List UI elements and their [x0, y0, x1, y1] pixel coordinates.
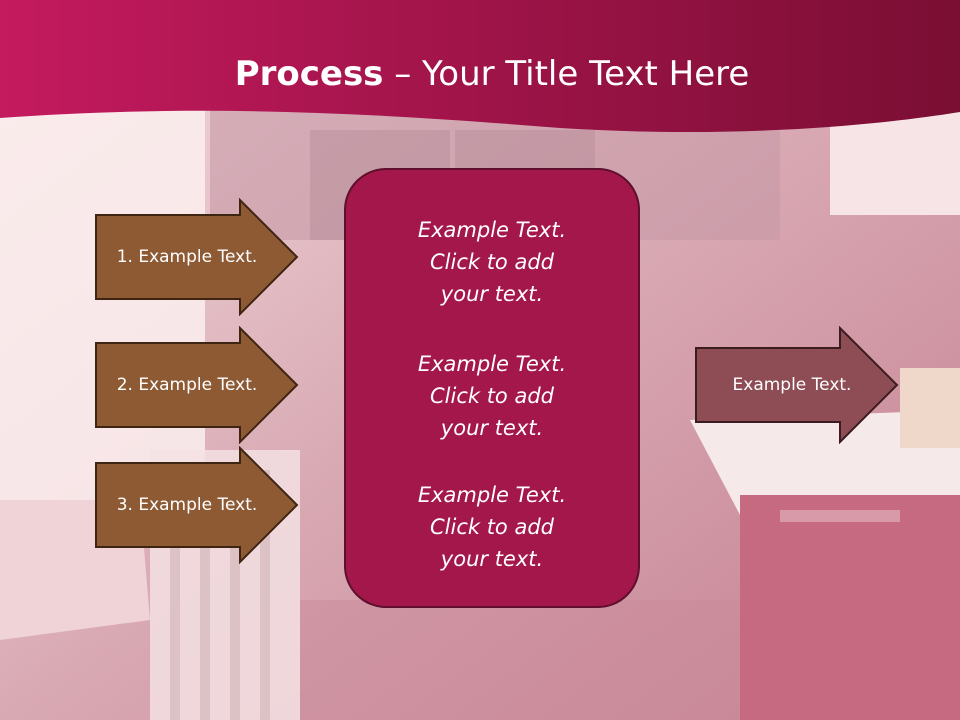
center-text-block-2: Example Text. Click to add your text.: [346, 348, 638, 444]
center-text-block-3: Example Text. Click to add your text.: [346, 479, 638, 575]
center-text-box[interactable]: Example Text. Click to add your text. Ex…: [344, 168, 640, 608]
block-3-line-1: Example Text.: [417, 483, 567, 507]
title-bold-part: Process: [234, 54, 384, 94]
arrow-right-icon: [695, 326, 899, 444]
left-arrow-1[interactable]: 1. Example Text.: [94, 198, 300, 316]
left-arrow-3[interactable]: 3. Example Text.: [94, 446, 300, 564]
title-rest-part: – Your Title Text Here: [383, 54, 750, 94]
block-2-line-2: Click to add: [429, 384, 554, 408]
block-1-line-1: Example Text.: [417, 218, 567, 242]
right-arrow[interactable]: Example Text.: [694, 326, 900, 444]
block-1-line-2: Click to add: [429, 250, 554, 274]
arrow-right-icon: [95, 198, 299, 316]
block-2-line-3: your text.: [440, 416, 544, 440]
center-text-block-1: Example Text. Click to add your text.: [346, 214, 638, 310]
right-arrow-label: Example Text.: [732, 375, 852, 395]
slide-title[interactable]: Process – Your Title Text Here: [0, 52, 960, 96]
block-3-line-2: Click to add: [429, 515, 554, 539]
block-3-line-3: your text.: [440, 547, 544, 571]
left-arrow-2-label: 2. Example Text.: [116, 375, 258, 395]
header-band: [0, 0, 960, 133]
block-2-line-1: Example Text.: [417, 352, 567, 376]
block-1-line-3: your text.: [440, 282, 544, 306]
left-arrow-3-label: 3. Example Text.: [116, 495, 258, 515]
left-arrow-2[interactable]: 2. Example Text.: [94, 326, 300, 444]
arrow-right-icon: [95, 446, 299, 564]
arrow-right-icon: [95, 326, 299, 444]
left-arrow-1-label: 1. Example Text.: [116, 247, 258, 267]
